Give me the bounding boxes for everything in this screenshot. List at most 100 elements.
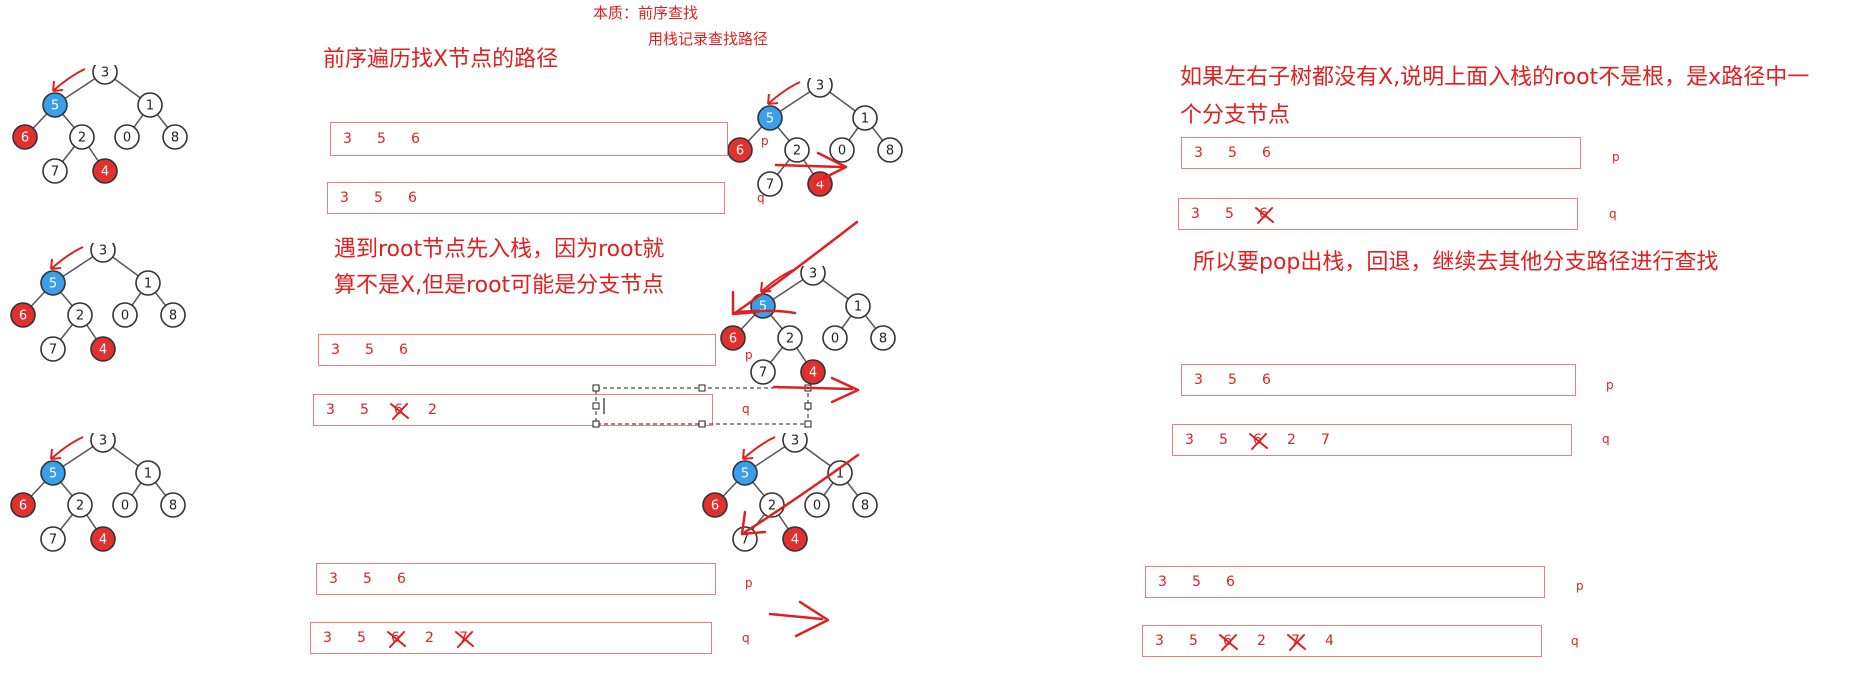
tree-node-label: 0 xyxy=(831,332,839,347)
stack-value: 3 xyxy=(1191,206,1200,222)
arrow-down-left-icon xyxy=(733,220,859,315)
tree-node-label: 3 xyxy=(809,267,817,282)
stack-value: 6 xyxy=(411,131,420,147)
stack-value: 3 xyxy=(1158,574,1167,590)
tree-node-label: 2 xyxy=(76,499,84,514)
tree-node: 2 xyxy=(777,325,803,351)
stack-value: 3 xyxy=(331,342,340,358)
tree-node: 5 xyxy=(40,460,66,486)
tree-node-label: 4 xyxy=(99,343,107,358)
stack-value: 3 xyxy=(329,571,338,587)
stack-label-q: q xyxy=(1609,207,1617,221)
stack-label-q: q xyxy=(757,191,765,205)
tree-node-label: 2 xyxy=(793,144,801,159)
tree-node: 6 xyxy=(10,492,36,518)
tree-node-label: 7 xyxy=(51,165,59,180)
tree-node-label: 5 xyxy=(759,300,767,315)
tree-node: 4 xyxy=(90,336,116,362)
tree-node: 5 xyxy=(757,105,783,131)
arrow-right-icon xyxy=(768,612,824,621)
stack-value: 6 xyxy=(1262,145,1271,161)
tree-node: 3 xyxy=(90,433,116,453)
stack-value: 4 xyxy=(1325,633,1334,649)
tree-node: 1 xyxy=(852,105,878,131)
tree-node: 7 xyxy=(750,359,776,385)
tree-node-label: 7 xyxy=(49,533,57,548)
pointer-arrow-icon xyxy=(767,81,801,105)
tree-node: 4 xyxy=(782,526,808,552)
stack-value: 3 xyxy=(323,630,332,646)
stack-label-q: q xyxy=(1602,432,1610,446)
tree-node: 1 xyxy=(137,92,163,118)
tree-node: 8 xyxy=(162,124,188,150)
tree-node: 3 xyxy=(92,65,118,85)
tree-node-label: 8 xyxy=(861,499,869,514)
tree-node: 6 xyxy=(720,325,746,351)
stack-label-p: p xyxy=(1612,150,1620,164)
stack-value: 5 xyxy=(363,571,372,587)
pointer-arrow-icon xyxy=(52,68,86,92)
tree-node: 1 xyxy=(845,293,871,319)
tree-node-label: 6 xyxy=(21,131,29,146)
tree-node-label: 4 xyxy=(99,533,107,548)
tree-node: 8 xyxy=(852,492,878,518)
tree-node-label: 5 xyxy=(741,467,749,482)
stack-value: 3 xyxy=(1155,633,1164,649)
enter-root-note-2: 算不是X,但是root可能是分支节点 xyxy=(334,273,665,298)
tree-node: 0 xyxy=(804,492,830,518)
tree-node: 7 xyxy=(40,336,66,362)
tree-node: 5 xyxy=(42,92,68,118)
tree-node: 6 xyxy=(10,302,36,328)
stack-value: 6 xyxy=(1226,574,1235,590)
essence-note-2: 用栈记录查找路径 xyxy=(648,30,769,48)
stack-value: 2 xyxy=(428,402,437,418)
stack-label-p: p xyxy=(745,576,753,590)
tree-node-label: 2 xyxy=(78,131,86,146)
tree-node-label: 0 xyxy=(838,144,846,159)
stack-value: 3 xyxy=(326,402,335,418)
tree-node: 8 xyxy=(870,325,896,351)
tree-node-label: 4 xyxy=(809,366,817,381)
tree-node: 8 xyxy=(160,302,186,328)
tree-node-label: 2 xyxy=(786,332,794,347)
stack-label-q: q xyxy=(742,631,750,645)
stack-label-p: p xyxy=(745,348,753,362)
stack-value: 7 xyxy=(1287,633,1325,651)
tree-node-label: 5 xyxy=(49,277,57,292)
stack-value: 6 xyxy=(408,190,417,206)
stack-value: 6 xyxy=(387,630,425,648)
stack-value: 3 xyxy=(1194,145,1203,161)
tree-node: 3 xyxy=(807,78,833,98)
pop-cross-icon xyxy=(1249,433,1268,450)
tree-node: 4 xyxy=(92,158,118,184)
tree-node: 1 xyxy=(827,460,853,486)
tree-node-label: 4 xyxy=(791,533,799,548)
tree-node: 6 xyxy=(727,137,753,163)
tree-node-label: 1 xyxy=(861,112,869,127)
tree-node-label: 7 xyxy=(766,178,774,193)
stack-label-p: p xyxy=(1606,378,1614,392)
tree-node: 1 xyxy=(135,460,161,486)
pop-cross-icon xyxy=(455,631,474,648)
tree-node-label: 8 xyxy=(169,309,177,324)
pop-cross-icon xyxy=(1287,634,1306,651)
enter-root-note-1: 遇到root节点先入栈，因为root就 xyxy=(334,237,665,262)
tree-node: 0 xyxy=(829,137,855,163)
tree-node: 0 xyxy=(112,302,138,328)
